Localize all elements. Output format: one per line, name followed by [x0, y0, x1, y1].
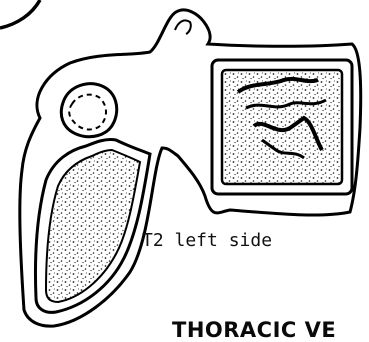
- figure-caption: T2 left side: [142, 230, 272, 251]
- top-left-arc: [0, 0, 40, 28]
- figure-title: THORACIC VE: [172, 318, 336, 342]
- vertebral-body-trabecular: [222, 70, 342, 184]
